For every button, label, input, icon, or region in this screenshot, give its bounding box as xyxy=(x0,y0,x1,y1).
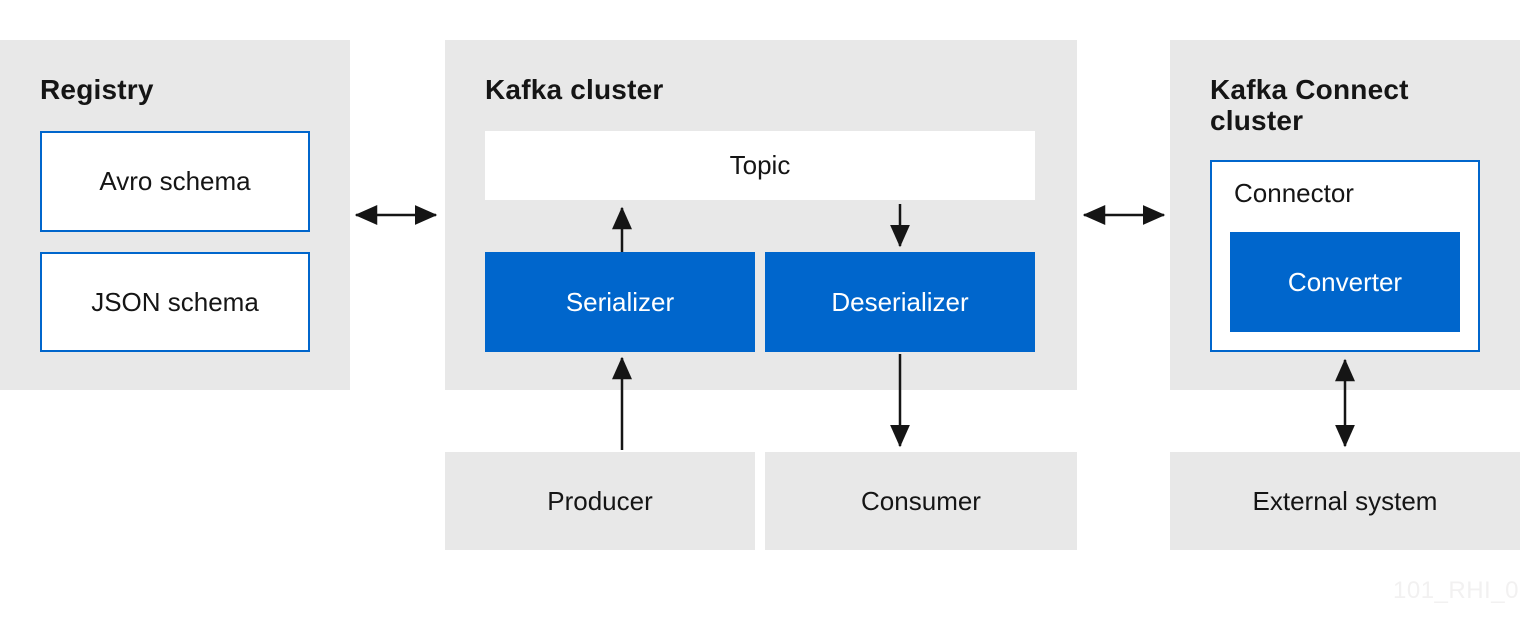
registry-title: Registry xyxy=(40,74,154,105)
consumer-box: Consumer xyxy=(765,452,1077,550)
json-schema-box: JSON schema xyxy=(40,252,310,352)
avro-schema-label: Avro schema xyxy=(99,166,251,196)
topic-bar: Topic xyxy=(485,131,1035,200)
consumer-label: Consumer xyxy=(861,485,981,516)
kafka-cluster-panel: Kafka cluster Topic Serializer Deseriali… xyxy=(445,40,1077,390)
kafka-connect-panel: Kafka Connect cluster Connector Converte… xyxy=(1170,40,1520,390)
topic-label: Topic xyxy=(729,150,791,180)
serializer-label: Serializer xyxy=(565,286,675,317)
kafka-connect-title: Kafka Connect cluster xyxy=(1210,74,1409,137)
converter-box: Converter xyxy=(1230,232,1460,332)
converter-label: Converter xyxy=(1287,266,1403,297)
connector-box: Connector Converter xyxy=(1210,160,1480,352)
deserializer-label: Deserializer xyxy=(831,286,969,317)
producer-label: Producer xyxy=(547,485,653,516)
deserializer-box: Deserializer xyxy=(765,252,1035,352)
connector-label: Connector xyxy=(1234,178,1354,208)
watermark-text: 101_RHI_0620 xyxy=(1393,577,1520,604)
json-schema-label: JSON schema xyxy=(91,286,259,317)
avro-schema-box: Avro schema xyxy=(40,131,310,232)
kafka-cluster-title: Kafka cluster xyxy=(485,74,664,105)
producer-box: Producer xyxy=(445,452,755,550)
external-system-box: External system xyxy=(1170,452,1520,550)
serializer-box: Serializer xyxy=(485,252,755,352)
registry-panel: Registry Avro schema JSON schema xyxy=(0,40,350,390)
external-system-label: External system xyxy=(1252,485,1438,516)
